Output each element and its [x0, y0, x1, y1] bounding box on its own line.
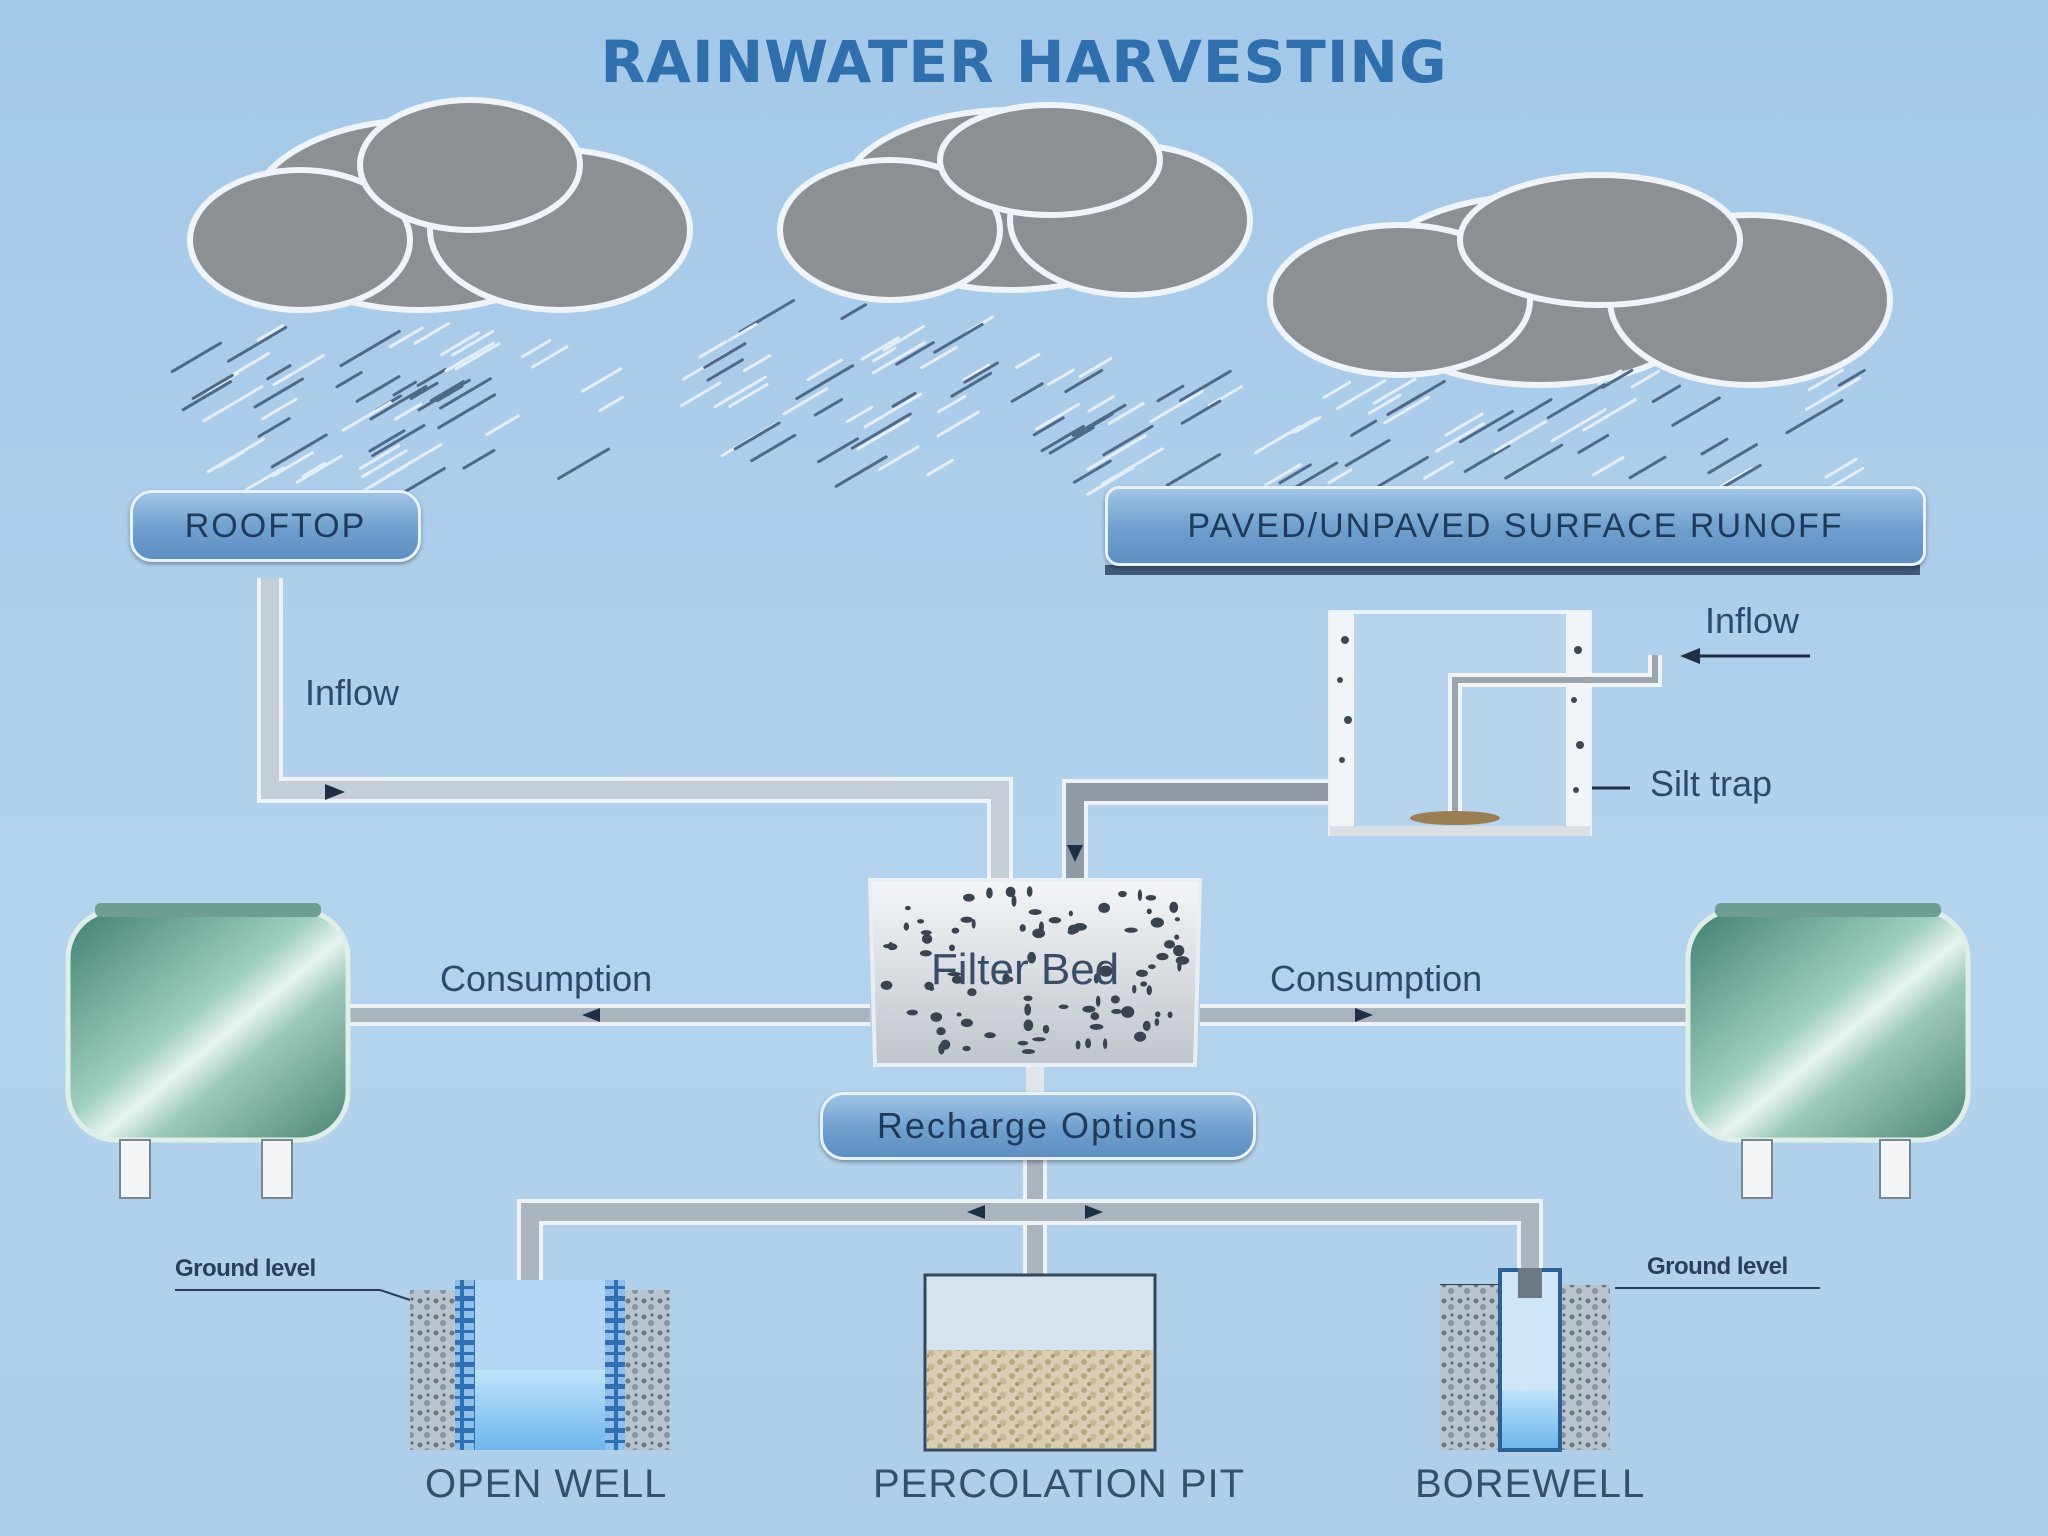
storage-tank-right	[1685, 903, 1971, 1199]
arrow-right-icon	[1085, 1205, 1103, 1219]
cloud-middle	[777, 102, 1253, 303]
inflow-label-right: Inflow	[1705, 600, 1800, 641]
clouds	[187, 97, 1893, 388]
arrow-left-icon	[582, 1008, 600, 1022]
ground-level-label-right: Ground level	[1647, 1253, 1788, 1280]
open-well-label: OPEN WELL	[425, 1462, 668, 1506]
arrow-left-icon	[1680, 648, 1700, 664]
silt-trap-label: Silt trap	[1650, 763, 1773, 804]
percolation-pit-label: PERCOLATION PIT	[873, 1462, 1246, 1506]
storage-tank-left	[65, 903, 351, 1199]
cloud-right	[1267, 172, 1893, 388]
percolation-pit	[923, 1273, 1157, 1452]
arrow-left-icon	[967, 1205, 985, 1219]
runoff-surface-slab	[1105, 565, 1920, 575]
open-well	[410, 1280, 670, 1450]
arrow-right-icon	[1355, 1008, 1373, 1022]
rooftop-source-label: ROOFTOP	[130, 490, 421, 562]
arrow-right-icon	[325, 784, 345, 800]
borewell-label: BOREWELL	[1415, 1462, 1646, 1506]
silt-trap	[1328, 610, 1662, 836]
borewell	[1440, 1268, 1610, 1452]
filter-bed	[867, 878, 1203, 1067]
page-title: RAINWATER HARVESTING	[600, 28, 1448, 96]
inflow-label-left: Inflow	[305, 672, 400, 713]
filter-bed-label: Filter Bed	[930, 945, 1120, 994]
ground-level-label-left: Ground level	[175, 1255, 316, 1282]
arrow-down-icon	[1067, 845, 1083, 862]
consumption-label-left: Consumption	[440, 958, 653, 999]
recharge-options-label: Recharge Options	[820, 1092, 1256, 1160]
rain-streaks	[170, 299, 1866, 500]
cloud-left	[187, 97, 693, 313]
surface-runoff-source-label: PAVED/UNPAVED SURFACE RUNOFF	[1105, 486, 1926, 566]
consumption-label-right: Consumption	[1270, 958, 1483, 999]
